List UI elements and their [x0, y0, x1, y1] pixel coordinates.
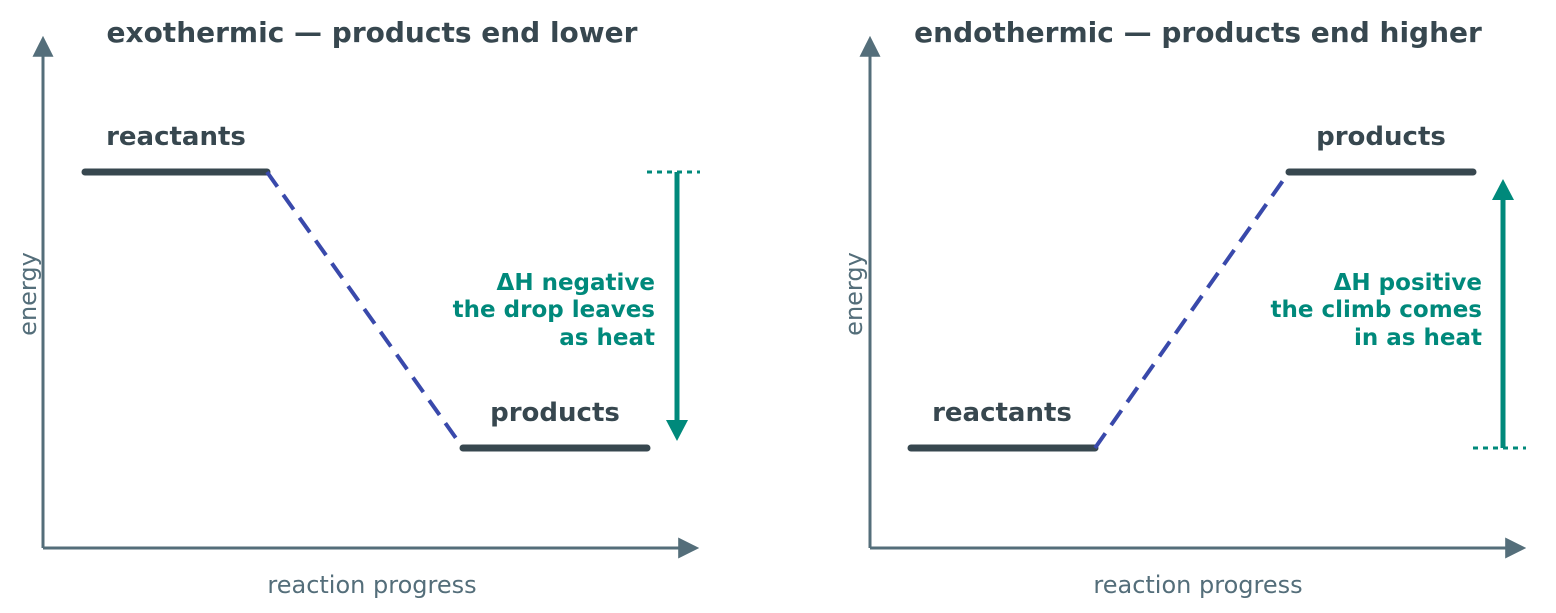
- exothermic-y-axis-label: energy: [14, 252, 42, 336]
- endothermic-delta-h-line-1: ΔH positive: [1334, 270, 1482, 296]
- endothermic-x-axis-label: reaction progress: [1093, 571, 1302, 599]
- endothermic-reactants-label: reactants: [932, 398, 1072, 428]
- exothermic-products-label: products: [490, 398, 620, 428]
- exothermic-x-axis-label: reaction progress: [267, 571, 476, 599]
- exothermic-title: exothermic — products end lower: [107, 16, 638, 49]
- exothermic-transition-line: [265, 170, 465, 450]
- exothermic-delta-h-arrow-head: [666, 420, 688, 441]
- endothermic-title: endothermic — products end higher: [914, 16, 1482, 49]
- exothermic-delta-h-line-1: ΔH negative: [497, 270, 655, 296]
- endothermic-delta-h-line-2: the climb comes: [1270, 297, 1482, 323]
- endothermic-delta-h-arrow-head: [1492, 179, 1514, 200]
- endothermic-panel: endothermic — products end higher reacti…: [840, 16, 1527, 599]
- exothermic-panel: exothermic — products end lower reaction…: [14, 16, 700, 599]
- exothermic-reactants-label: reactants: [106, 122, 246, 152]
- endothermic-delta-h-line-3: in as heat: [1354, 325, 1482, 351]
- endothermic-y-axis-label: energy: [840, 252, 868, 336]
- exothermic-delta-h-line-3: as heat: [559, 325, 655, 351]
- exothermic-delta-h-line-2: the drop leaves: [453, 297, 655, 323]
- endothermic-transition-line: [1093, 170, 1291, 450]
- endothermic-products-label: products: [1316, 122, 1446, 152]
